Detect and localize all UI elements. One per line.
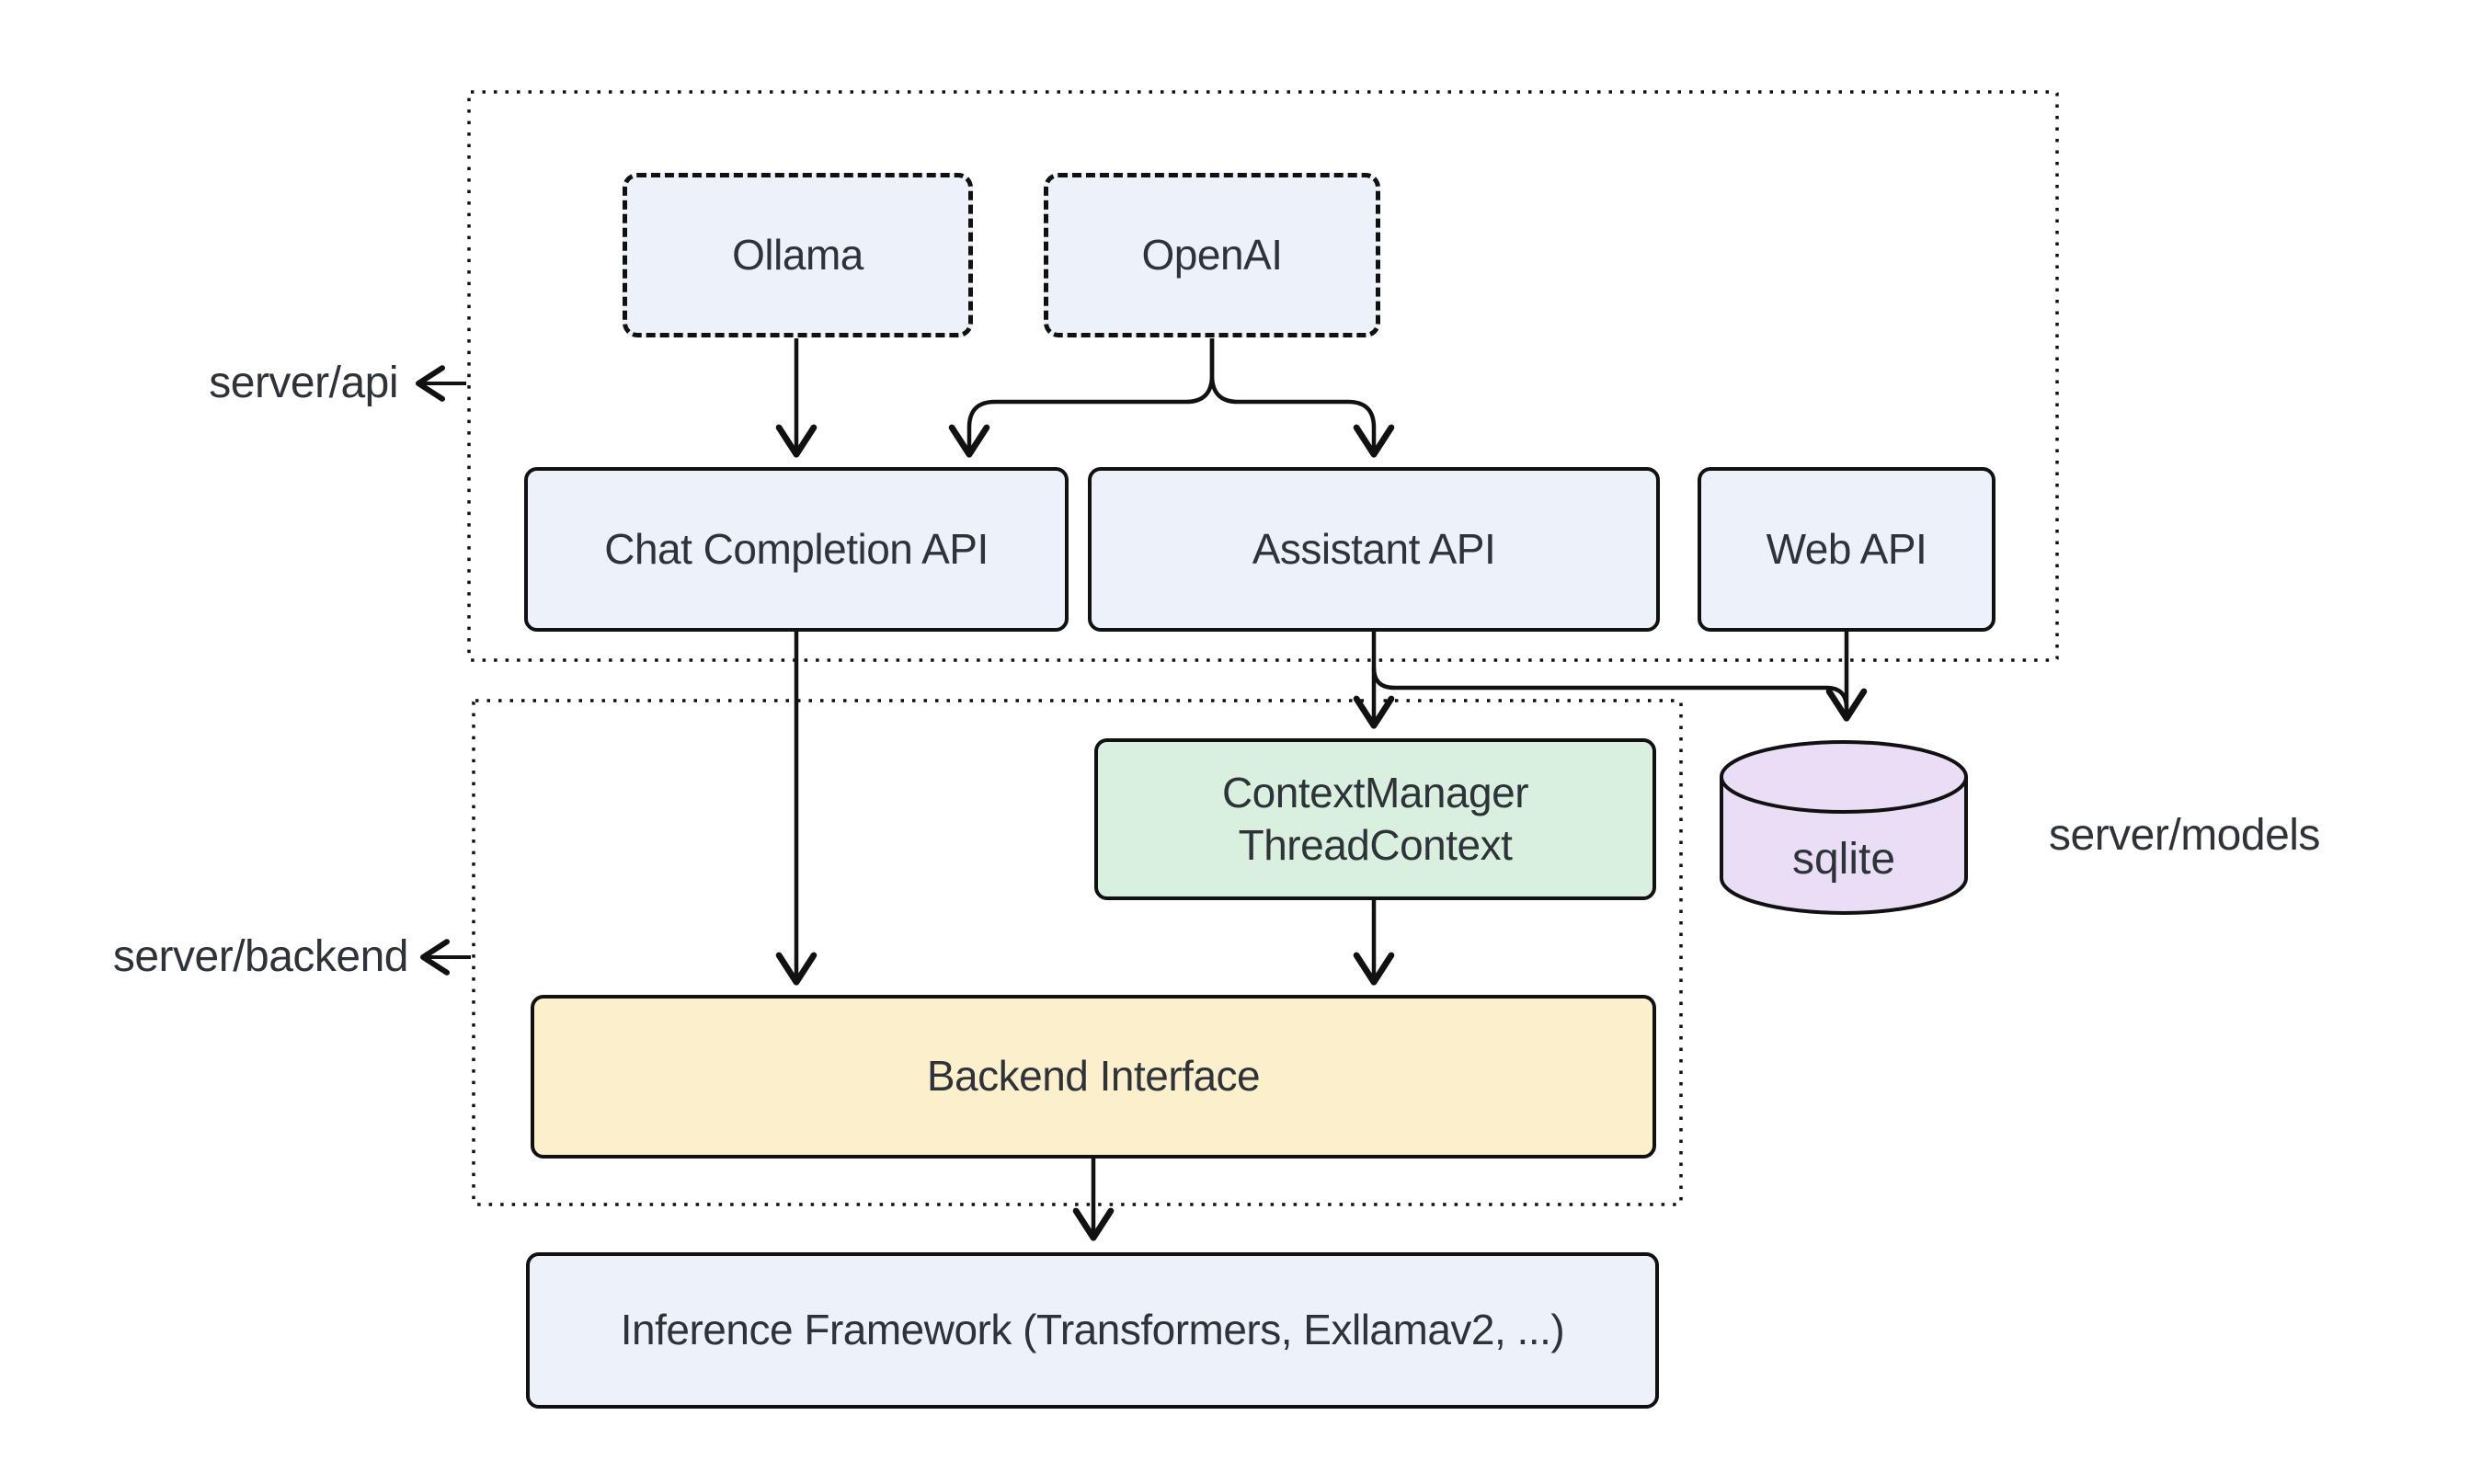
- node-context-manager: ContextManager ThreadContext: [1094, 738, 1656, 900]
- node-web-api: Web API: [1698, 467, 1995, 632]
- node-context-manager-label-line2: ThreadContext: [1238, 821, 1513, 869]
- group-label-server-backend: server/backend: [112, 932, 409, 981]
- side-label-server-models: server/models: [2049, 811, 2320, 860]
- node-inference-framework-label: Inference Framework (Transformers, Exlla…: [620, 1306, 1565, 1354]
- node-ollama: Ollama: [623, 173, 973, 337]
- node-openai: OpenAI: [1044, 173, 1380, 337]
- node-assistant-api-label: Assistant API: [1252, 524, 1496, 573]
- node-ollama-label: Ollama: [732, 230, 863, 279]
- edge-openai-chat: [948, 338, 1215, 458]
- node-backend-interface-label: Backend Interface: [926, 1052, 1261, 1101]
- sqlite-cylinder: sqlite: [1720, 740, 1968, 915]
- node-inference-framework: Inference Framework (Transformers, Exlla…: [526, 1252, 1659, 1409]
- node-chat-completion-api: Chat Completion API: [524, 467, 1069, 632]
- group-label-server-api: server/api: [209, 359, 398, 407]
- node-web-api-label: Web API: [1766, 524, 1927, 573]
- node-openai-label: OpenAI: [1141, 230, 1284, 279]
- node-backend-interface: Backend Interface: [531, 995, 1656, 1159]
- node-chat-completion-api-label: Chat Completion API: [604, 524, 989, 573]
- sqlite-label: sqlite: [1792, 835, 1895, 884]
- node-context-manager-label-line1: ContextManager: [1221, 768, 1529, 816]
- edge-openai-assistant: [1209, 338, 1395, 458]
- node-assistant-api: Assistant API: [1088, 467, 1660, 632]
- edge-assistant-sqlite: [1371, 667, 1849, 709]
